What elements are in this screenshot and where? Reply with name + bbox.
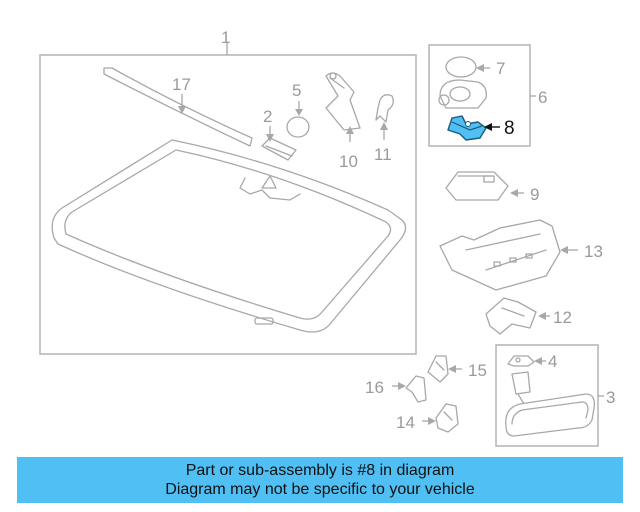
callout-11[interactable]: 11	[374, 145, 392, 164]
windshield-group-frame	[39, 54, 417, 355]
callout-9[interactable]: 9	[530, 185, 539, 204]
bracket-15[interactable]	[427, 355, 449, 383]
callout-4[interactable]: 4	[548, 352, 557, 371]
bracket-14[interactable]	[435, 403, 459, 433]
bracket-16[interactable]	[405, 375, 427, 403]
parts-diagram: 1 17 2 5 10 11	[39, 28, 615, 447]
console-9[interactable]	[445, 171, 509, 201]
callout-17[interactable]: 17	[172, 75, 191, 94]
clip-11[interactable]	[375, 94, 394, 123]
callout-8[interactable]: 8	[504, 118, 515, 139]
callout-3[interactable]: 3	[606, 388, 615, 407]
callout-5[interactable]: 5	[292, 81, 301, 100]
banner-line-2: Diagram may not be specific to your vehi…	[165, 481, 475, 498]
callout-15[interactable]: 15	[468, 361, 487, 380]
bracket-2[interactable]	[261, 137, 297, 161]
callout-12[interactable]: 12	[553, 308, 572, 327]
part-8-bracket[interactable]	[447, 115, 487, 141]
part-info-banner: Part or sub-assembly is #8 in diagram Di…	[17, 457, 623, 503]
callout-2[interactable]: 2	[263, 107, 272, 126]
clip-4[interactable]	[507, 355, 535, 367]
callout-6[interactable]: 6	[538, 88, 547, 107]
rearview-mirror-3[interactable]	[505, 371, 595, 437]
banner-line-1: Part or sub-assembly is #8 in diagram	[185, 462, 455, 479]
callout-14[interactable]: 14	[396, 413, 415, 432]
cover-10[interactable]	[325, 72, 361, 131]
callout-16[interactable]: 16	[365, 378, 384, 397]
callout-13[interactable]: 13	[584, 242, 603, 261]
pad-5[interactable]	[286, 116, 310, 138]
bracket-12[interactable]	[485, 297, 537, 335]
windshield-glass[interactable]	[51, 139, 407, 333]
sensor-housing	[438, 79, 487, 109]
callout-7[interactable]: 7	[496, 59, 505, 78]
gasket-7[interactable]	[445, 56, 477, 78]
callout-1[interactable]: 1	[221, 28, 230, 47]
top-molding[interactable]	[103, 67, 253, 147]
callout-10[interactable]: 10	[339, 152, 358, 171]
trim-panel-13[interactable]	[439, 219, 561, 291]
